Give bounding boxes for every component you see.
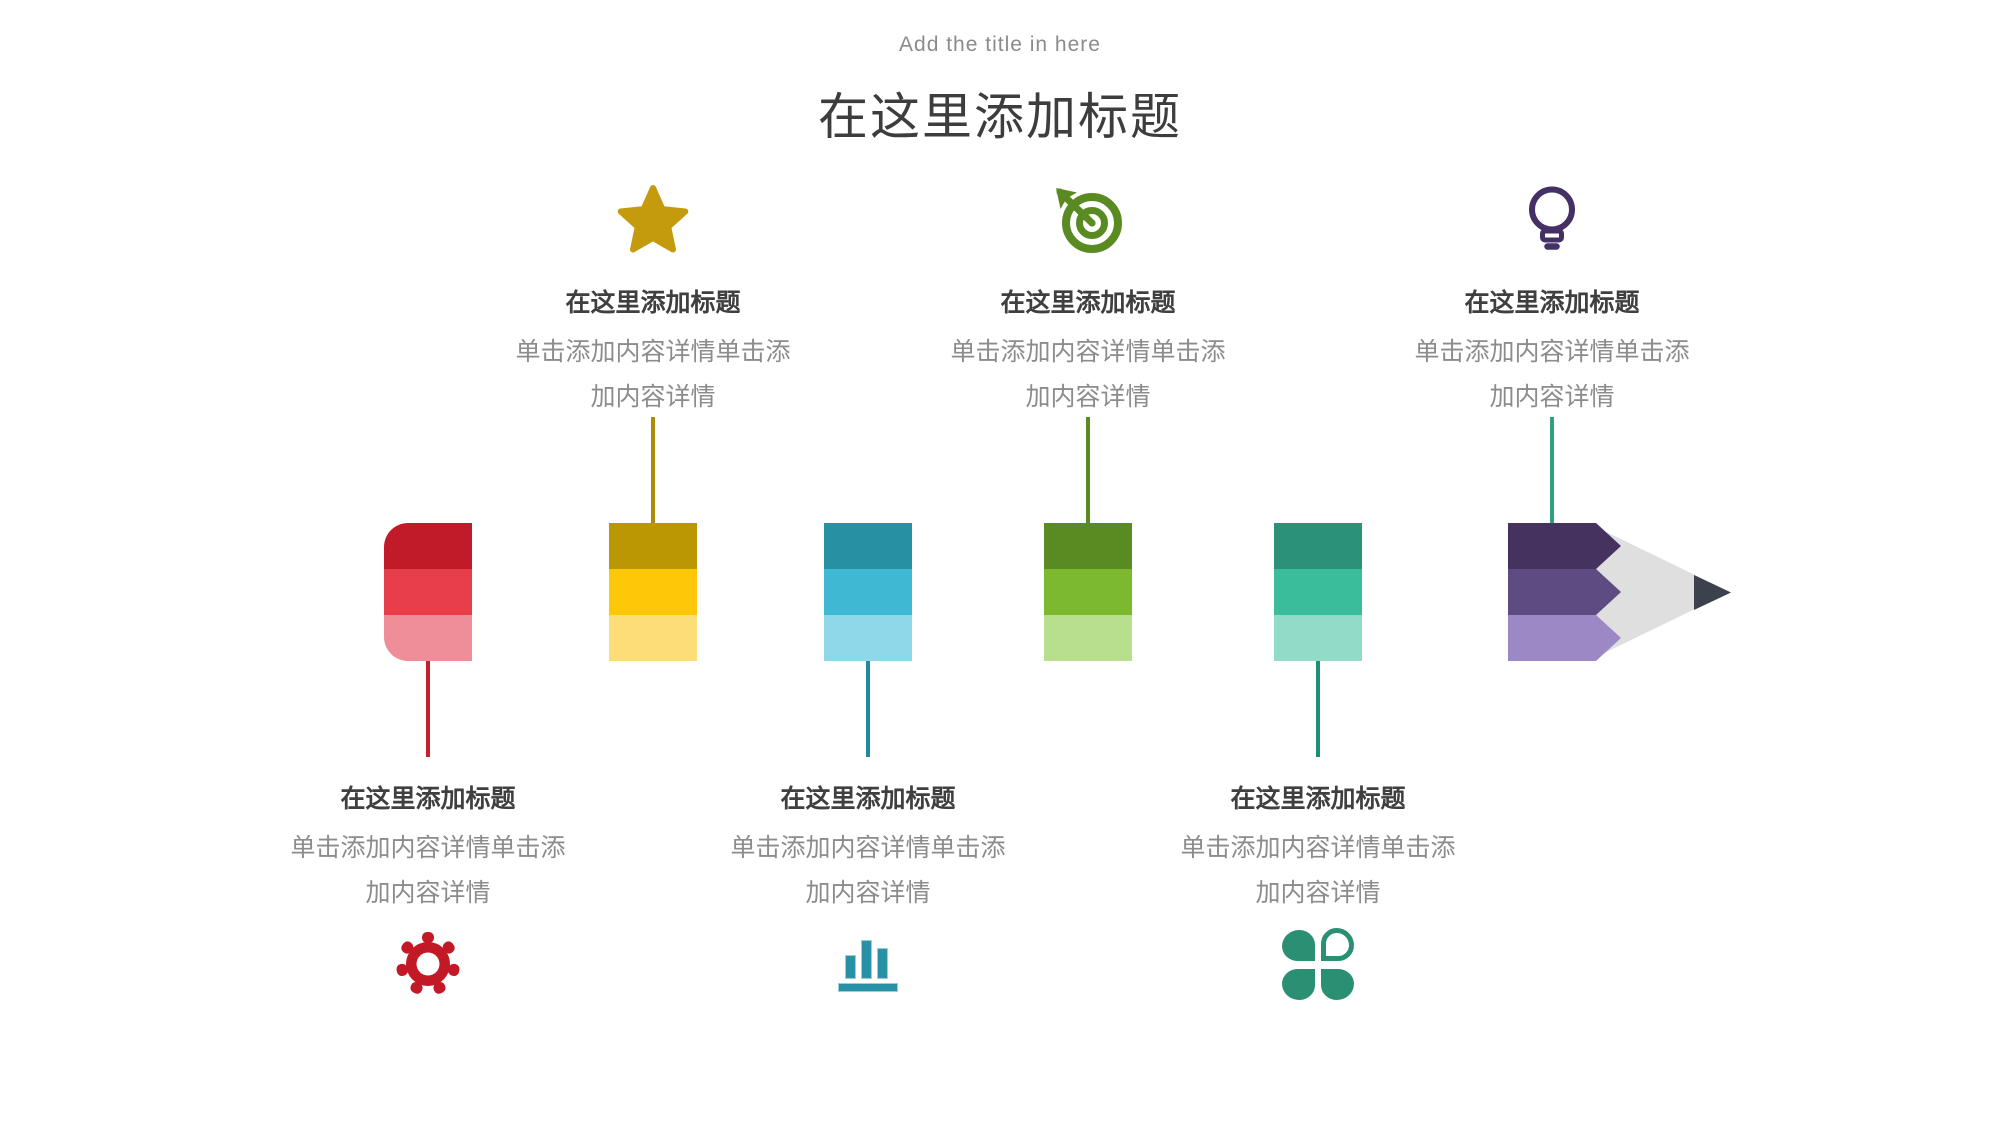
feature-column-2: 在这里添加标题 单击添加内容详情单击添 加内容详情 <box>493 0 813 1125</box>
block-body-line: 加内容详情 <box>365 879 491 907</box>
pencil-eraser-segment <box>384 523 472 661</box>
gear-icon <box>392 928 464 1000</box>
pencil-band-middle <box>824 569 912 615</box>
pencil-band-top <box>1044 523 1132 569</box>
pencil-band-middle <box>384 569 472 615</box>
slide-subtitle: Add the title in here <box>899 33 1101 56</box>
block-body: 单击添加内容详情单击添 加内容详情 <box>928 330 1248 420</box>
block-body-line: 加内容详情 <box>1489 383 1615 411</box>
pencil-band-top <box>1508 523 1621 569</box>
pencil-band-top <box>609 523 697 569</box>
target-icon <box>1052 184 1124 256</box>
block-body-line: 单击添加内容详情单击添 <box>730 834 1006 862</box>
pencil-band-top <box>1274 523 1362 569</box>
block-body: 单击添加内容详情单击添 加内容详情 <box>493 330 813 420</box>
pencil-band-bottom <box>1274 615 1362 661</box>
pencil-band-bottom <box>1508 615 1621 661</box>
pencil-segment <box>1274 523 1362 661</box>
clover-petal <box>1282 969 1315 1000</box>
connector-line <box>1550 417 1554 523</box>
feature-column-4: 在这里添加标题 单击添加内容详情单击添 加内容详情 <box>928 0 1248 1125</box>
block-body: 单击添加内容详情单击添 加内容详情 <box>1158 826 1478 916</box>
star-icon <box>617 184 689 256</box>
slide-title: 在这里添加标题 <box>818 89 1182 145</box>
clover-petal <box>1321 969 1354 1000</box>
block-body: 单击添加内容详情单击添 加内容详情 <box>1392 330 1712 420</box>
pencil-band-bottom <box>609 615 697 661</box>
block-body-line: 单击添加内容详情单击添 <box>1180 834 1456 862</box>
block-title: 在这里添加标题 <box>340 785 516 813</box>
lightbulb-icon <box>1516 184 1588 256</box>
block-body-line: 单击添加内容详情单击添 <box>290 834 566 862</box>
block-body-line: 加内容详情 <box>805 879 931 907</box>
feature-column-3: 在这里添加标题 单击添加内容详情单击添 加内容详情 <box>708 0 1028 1125</box>
block-title: 在这里添加标题 <box>1464 289 1640 317</box>
connector-line <box>1086 417 1090 523</box>
block-body-line: 加内容详情 <box>1255 879 1381 907</box>
block-title: 在这里添加标题 <box>1230 785 1406 813</box>
block-body-line: 单击添加内容详情单击添 <box>950 338 1226 366</box>
connector-line <box>426 661 430 757</box>
pencil-band-bottom <box>384 615 472 661</box>
connector-line <box>866 661 870 757</box>
block-title: 在这里添加标题 <box>780 785 956 813</box>
feature-column-6: 在这里添加标题 单击添加内容详情单击添 加内容详情 <box>1392 0 1712 1125</box>
block-title: 在这里添加标题 <box>1000 289 1176 317</box>
feature-column-1: 在这里添加标题 单击添加内容详情单击添 加内容详情 <box>268 0 588 1125</box>
pencil-band-bottom <box>1044 615 1132 661</box>
pencil-band-top <box>384 523 472 569</box>
block-body-line: 单击添加内容详情单击添 <box>515 338 791 366</box>
clover-icon <box>1282 928 1354 1000</box>
pencil-segment-chevron <box>1508 523 1621 661</box>
connector-line <box>651 417 655 523</box>
pencil-band-bottom <box>824 615 912 661</box>
block-body: 单击添加内容详情单击添 加内容详情 <box>708 826 1028 916</box>
block-body-line: 加内容详情 <box>590 383 716 411</box>
feature-column-5: 在这里添加标题 单击添加内容详情单击添 加内容详情 <box>1158 0 1478 1125</box>
block-body: 单击添加内容详情单击添 加内容详情 <box>268 826 588 916</box>
connector-line <box>1316 661 1320 757</box>
pencil-band-middle <box>609 569 697 615</box>
pencil-band-middle <box>1508 569 1621 615</box>
pencil-band-top <box>824 523 912 569</box>
block-body-line: 加内容详情 <box>1025 383 1151 411</box>
clover-petal <box>1282 930 1315 961</box>
pencil-band-middle <box>1274 569 1362 615</box>
pencil-tip-shape <box>1694 575 1731 610</box>
block-title: 在这里添加标题 <box>565 289 741 317</box>
clover-petal-outline <box>1321 928 1354 961</box>
pencil-band-middle <box>1044 569 1132 615</box>
block-body-line: 单击添加内容详情单击添 <box>1414 338 1690 366</box>
bar-chart-icon <box>832 928 904 1000</box>
pencil-segment <box>824 523 912 661</box>
pencil-segment <box>609 523 697 661</box>
pencil-segment <box>1044 523 1132 661</box>
